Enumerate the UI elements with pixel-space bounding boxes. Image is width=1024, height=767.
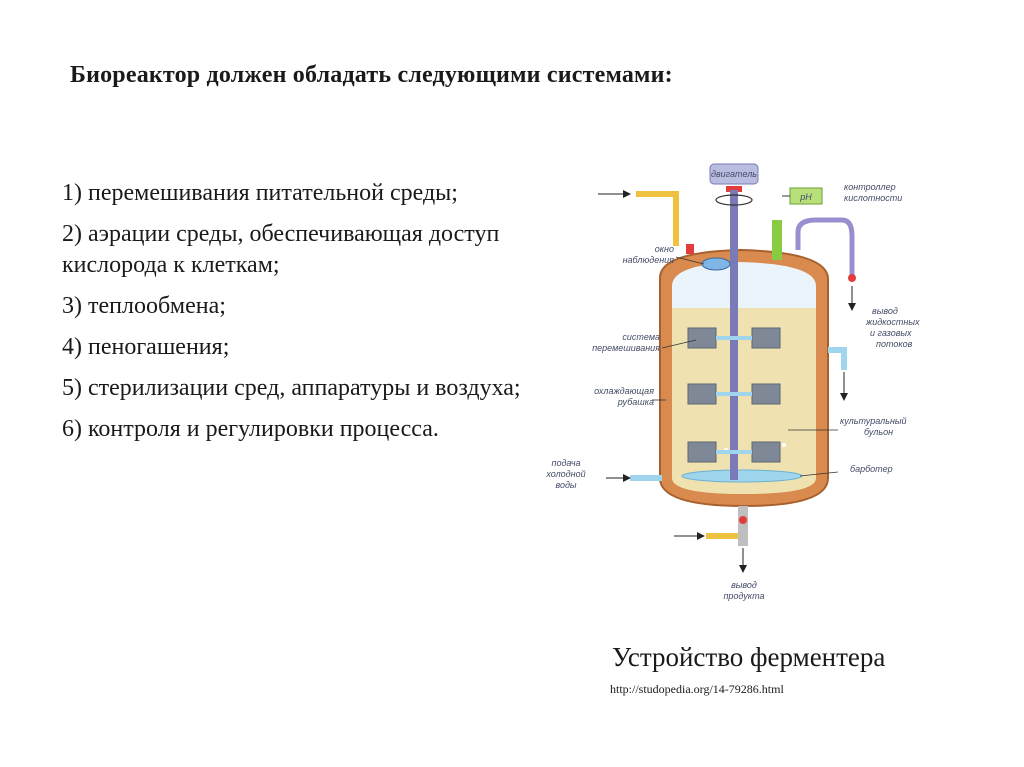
sparger-label: барботер (850, 464, 893, 474)
broth-label: культуральный (840, 416, 907, 426)
observation-window (701, 257, 731, 271)
ph-controller-label-2: кислотности (844, 193, 902, 203)
window-label-2: наблюдения (623, 255, 675, 265)
ph-sensor (772, 220, 782, 260)
list-item: 1) перемешивания питательной среды; (62, 180, 458, 206)
outlet-label: вывод (872, 306, 898, 316)
mixing-label-2: перемешивания (592, 343, 660, 353)
list-item: 5) стерилизации сред, аппаратуры и возду… (62, 375, 521, 401)
outlet-label-3: и газовых (870, 328, 912, 338)
broth-label-2: бульон (864, 427, 893, 437)
outlet-label-2: жидкостных (865, 317, 920, 327)
water-label-3: воды (555, 480, 576, 490)
jacket-label: охлаждающая (594, 386, 654, 396)
product-label: вывод (731, 580, 757, 590)
motor-label: двигатель (711, 169, 757, 179)
water-label-2: холодной (545, 469, 585, 479)
outlet-label-4: потоков (876, 339, 913, 349)
fermenter-diagram: двигатель pH (545, 163, 920, 601)
ph-label: pH (799, 192, 812, 202)
list-item: 4) пеногашения; (62, 334, 230, 360)
source-link[interactable]: http://studopedia.org/14-79286.html (610, 682, 784, 696)
list-item: 2) аэрации среды, обеспечивающая доступ … (62, 221, 500, 278)
window-label: окно (655, 244, 674, 254)
sparger (681, 469, 803, 483)
product-label-2: продукта (723, 591, 764, 601)
impeller (687, 327, 781, 463)
shaft (730, 190, 738, 480)
motor (709, 163, 759, 185)
inlet-pipe (636, 191, 679, 246)
slide-title: Биореактор должен обладать следующими си… (70, 62, 673, 88)
water-label: подача (552, 458, 581, 468)
list-item: 3) теплообмена; (62, 293, 226, 319)
product-outlet (738, 506, 748, 546)
ph-controller-label: контроллер (844, 182, 896, 192)
mixing-label: система (622, 332, 660, 342)
outlet-pipe (795, 217, 855, 276)
systems-list: 1) перемешивания питательной среды; 2) а… (62, 178, 532, 455)
figure-caption: Устройство ферментера (612, 642, 886, 672)
jacket-label-2: рубашка (617, 397, 654, 407)
list-item: 6) контроля и регулировки процесса. (62, 416, 439, 442)
